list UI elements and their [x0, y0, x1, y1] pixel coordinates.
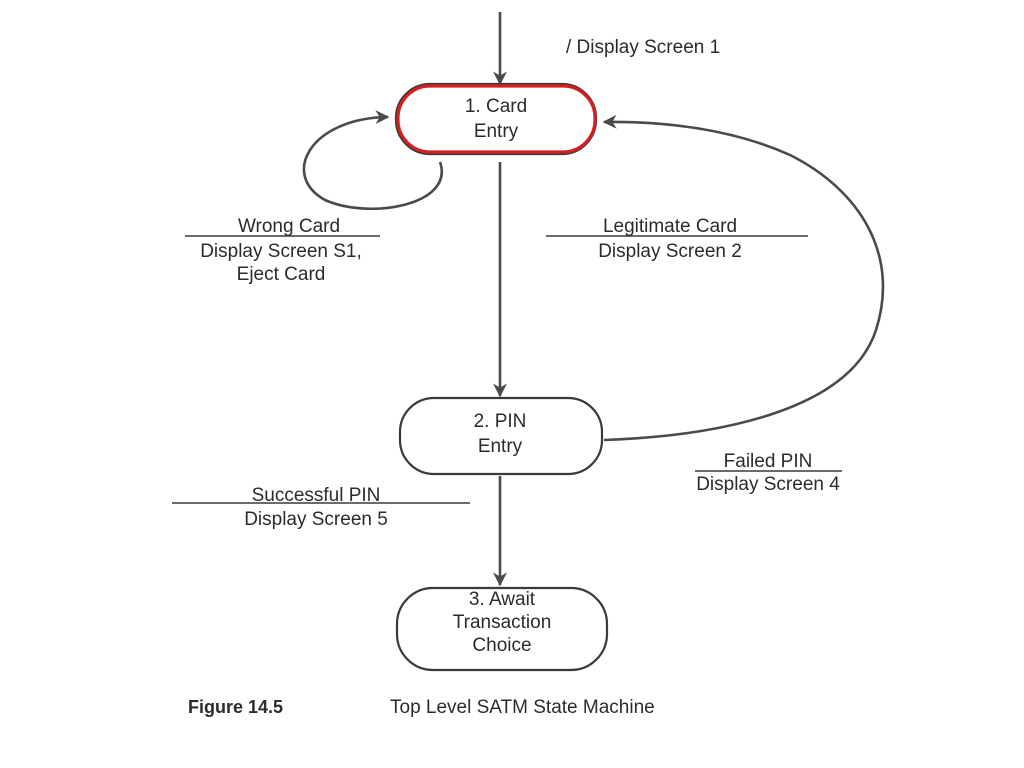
state-pin-entry-line-1: 2. PIN: [474, 411, 527, 432]
state-card-entry-box: [394, 82, 598, 156]
state-await-transaction: 3. Await Transaction Choice: [395, 586, 609, 672]
figure-number: Figure 14.5: [188, 697, 283, 717]
failed-pin-arrow: [602, 114, 885, 442]
highlight-outline: [396, 84, 597, 154]
successful-pin-event: Successful PIN: [252, 485, 381, 506]
state-card-entry-line-2: Entry: [474, 121, 519, 142]
state-await-transaction-line-1: 3. Await: [469, 589, 536, 610]
wrong-card-event: Wrong Card: [238, 216, 340, 237]
state-pin-entry: 2. PIN Entry: [398, 396, 604, 476]
successful-pin-action-1: Display Screen 5: [244, 509, 388, 530]
state-await-transaction-box: [395, 586, 609, 672]
failed-pin-action-1: Display Screen 4: [696, 474, 840, 495]
state-card-entry-line-1: 1. Card: [465, 96, 527, 117]
initial-transition-action: / Display Screen 1: [566, 37, 720, 58]
state-await-transaction-line-2: Transaction: [453, 612, 552, 633]
wrong-card-loop-arrow: [302, 110, 444, 211]
state-pin-entry-line-2: Entry: [478, 436, 523, 457]
legitimate-card-event: Legitimate Card: [603, 216, 737, 237]
state-pin-entry-box: [398, 396, 604, 476]
failed-pin-event: Failed PIN: [724, 451, 813, 472]
figure-caption: Top Level SATM State Machine: [390, 697, 655, 718]
wrong-card-action-2: Eject Card: [237, 264, 326, 285]
state-await-transaction-line-3: Choice: [472, 635, 531, 656]
legitimate-card-action-1: Display Screen 2: [598, 241, 742, 262]
state-card-entry: 1. Card Entry: [394, 82, 598, 156]
wrong-card-action-1: Display Screen S1,: [200, 241, 362, 262]
